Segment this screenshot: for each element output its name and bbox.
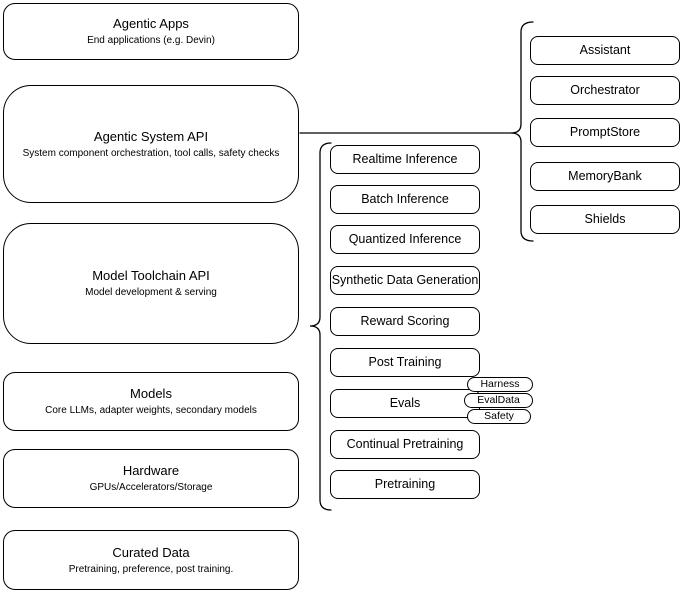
node-agentic-system-api: Agentic System API System component orch… bbox=[3, 85, 299, 203]
node-orchestrator: Orchestrator bbox=[530, 76, 680, 105]
node-memorybank: MemoryBank bbox=[530, 162, 680, 191]
pill-evaldata: EvalData bbox=[464, 393, 533, 408]
node-agentic-apps: Agentic Apps End applications (e.g. Devi… bbox=[3, 3, 299, 60]
node-subtitle: System component orchestration, tool cal… bbox=[22, 147, 280, 159]
node-title: Model Toolchain API bbox=[92, 268, 210, 283]
node-continual-pretraining: Continual Pretraining bbox=[330, 430, 480, 459]
node-title: Hardware bbox=[122, 463, 180, 478]
node-batch-inference: Batch Inference bbox=[330, 185, 480, 214]
node-curated-data: Curated Data Pretraining, preference, po… bbox=[3, 530, 299, 590]
node-hardware: Hardware GPUs/Accelerators/Storage bbox=[3, 449, 299, 508]
node-pretraining: Pretraining bbox=[330, 470, 480, 499]
node-reward-scoring: Reward Scoring bbox=[330, 307, 480, 336]
toolchain-brace bbox=[309, 142, 332, 511]
pill-safety: Safety bbox=[467, 409, 531, 424]
node-title: Curated Data bbox=[112, 544, 190, 560]
node-synthetic-data-generation: Synthetic Data Generation bbox=[330, 266, 480, 295]
node-title: Agentic System API bbox=[93, 128, 209, 144]
node-quantized-inference: Quantized Inference bbox=[330, 225, 480, 254]
node-subtitle: Model development & serving bbox=[85, 287, 217, 298]
node-title: Agentic Apps bbox=[113, 16, 189, 31]
node-title: Models bbox=[130, 386, 172, 401]
node-evals: Evals bbox=[330, 389, 480, 418]
node-promptstore: PromptStore bbox=[530, 118, 680, 147]
node-subtitle: Pretraining, preference, post training. bbox=[68, 563, 234, 575]
pill-harness: Harness bbox=[467, 377, 533, 392]
node-subtitle: GPUs/Accelerators/Storage bbox=[89, 482, 213, 493]
node-subtitle: End applications (e.g. Devin) bbox=[87, 35, 215, 46]
node-subtitle: Core LLMs, adapter weights, secondary mo… bbox=[45, 405, 257, 416]
node-post-training: Post Training bbox=[330, 348, 480, 377]
node-model-toolchain-api: Model Toolchain API Model development & … bbox=[3, 223, 299, 344]
node-shields: Shields bbox=[530, 205, 680, 234]
node-assistant: Assistant bbox=[530, 36, 680, 65]
node-models: Models Core LLMs, adapter weights, secon… bbox=[3, 372, 299, 431]
node-realtime-inference: Realtime Inference bbox=[330, 145, 480, 174]
